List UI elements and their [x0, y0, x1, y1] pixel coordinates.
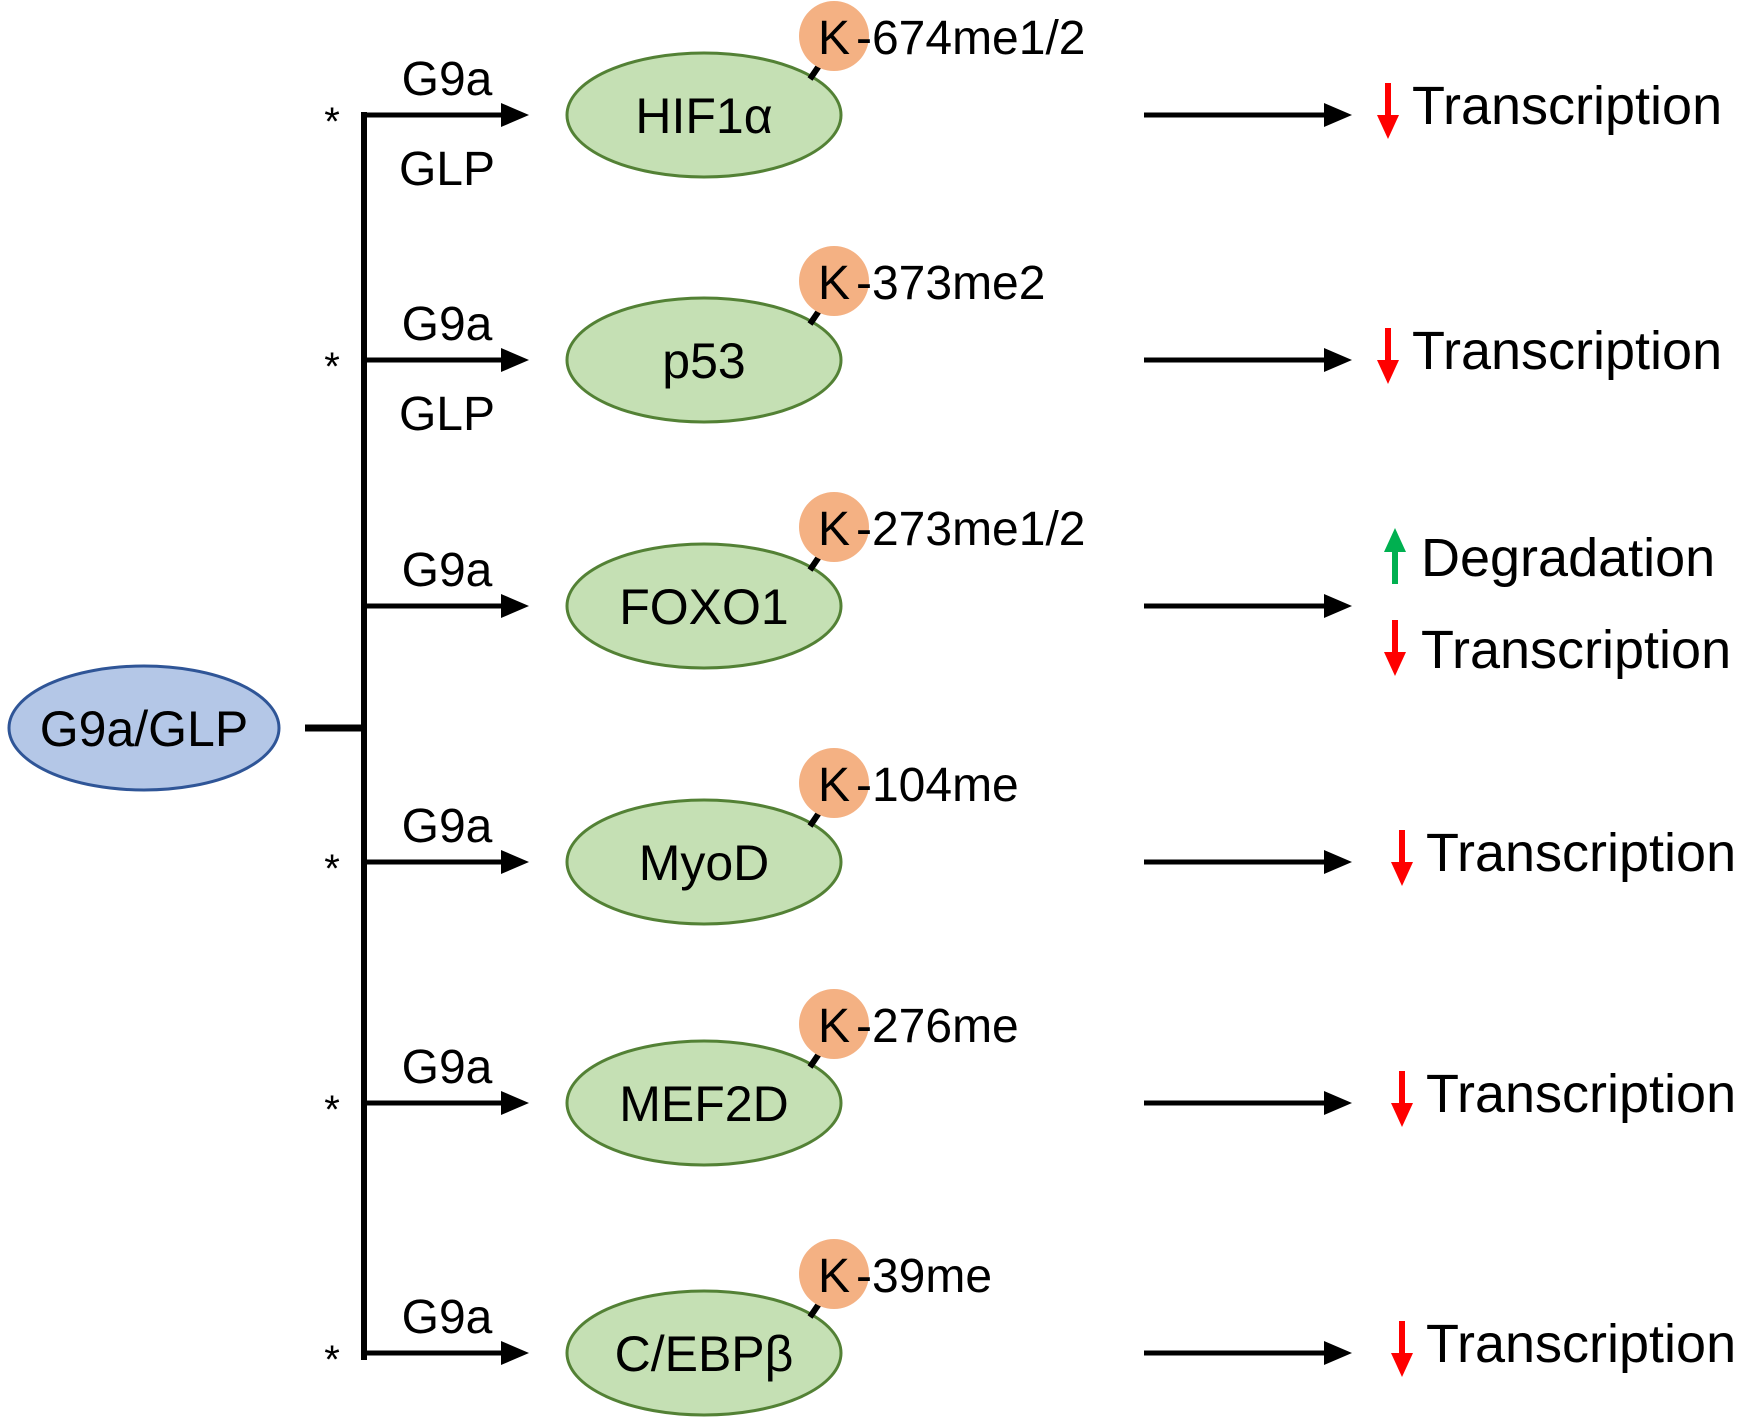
lysine-circle [799, 989, 869, 1059]
effect-label: Transcription [1412, 76, 1722, 136]
effect-label: Transcription [1426, 823, 1736, 883]
source-ellipse [7, 664, 281, 792]
up-arrow-icon [1384, 528, 1406, 584]
target-ellipse [565, 296, 843, 424]
significance-asterisk: * [324, 1088, 340, 1132]
lysine-circle [799, 748, 869, 818]
target-label: HIF1α [635, 88, 772, 144]
lysine-label: K [818, 759, 850, 812]
lysine-circle [799, 1239, 869, 1309]
enzyme-label: G9a [402, 1041, 493, 1094]
target-ellipse [565, 798, 843, 926]
enzyme-label: G9a [402, 800, 493, 853]
lysine-circle [799, 492, 869, 562]
target-ellipse [565, 542, 843, 670]
lysine-circle [799, 246, 869, 316]
enzyme-label: GLP [399, 388, 495, 441]
methylation-site-label: -104me [856, 759, 1019, 812]
down-arrow-icon [1377, 328, 1399, 384]
down-arrow-icon [1391, 1321, 1413, 1377]
enzyme-label: G9a [402, 298, 493, 351]
target-ellipse [565, 51, 843, 179]
lysine-label: K [818, 257, 850, 310]
down-arrow-icon [1384, 620, 1406, 676]
down-arrow-icon [1391, 1071, 1413, 1127]
lysine-label: K [818, 12, 850, 65]
lysine-circle [799, 1, 869, 71]
target-ellipse [565, 1289, 843, 1417]
target-label: FOXO1 [619, 579, 788, 635]
enzyme-label: G9a [402, 1291, 493, 1344]
target-label: MyoD [639, 835, 770, 891]
lysine-label: K [818, 503, 850, 556]
methylation-site-label: -39me [856, 1250, 992, 1303]
target-ellipse [565, 1039, 843, 1167]
lysine-label: K [818, 1000, 850, 1053]
effect-label: Transcription [1412, 321, 1722, 381]
effect-label: Transcription [1426, 1314, 1736, 1374]
significance-asterisk: * [324, 345, 340, 389]
target-label: MEF2D [619, 1076, 788, 1132]
rows-layer: *G9aGLPHIF1αK-674me1/2Transcription*G9aG… [324, 1, 1736, 1417]
effect-label: Degradation [1421, 528, 1715, 588]
effect-label: Transcription [1426, 1064, 1736, 1124]
methylation-site-label: -373me2 [856, 257, 1045, 310]
enzyme-label: G9a [402, 544, 493, 597]
down-arrow-icon [1391, 830, 1413, 886]
source-label: G9a/GLP [40, 701, 248, 757]
target-label: p53 [662, 333, 745, 389]
enzyme-label: GLP [399, 143, 495, 196]
effect-label: Transcription [1421, 620, 1731, 680]
target-label: C/EBPβ [615, 1326, 794, 1382]
down-arrow-icon [1377, 83, 1399, 139]
significance-asterisk: * [324, 847, 340, 891]
significance-asterisk: * [324, 1338, 340, 1382]
methylation-site-label: -276me [856, 1000, 1019, 1053]
methylation-site-label: -674me1/2 [856, 12, 1085, 65]
enzyme-label: G9a [402, 53, 493, 106]
significance-asterisk: * [324, 100, 340, 144]
lysine-label: K [818, 1250, 850, 1303]
source-node: G9a/GLP [7, 664, 281, 792]
methylation-site-label: -273me1/2 [856, 503, 1085, 556]
